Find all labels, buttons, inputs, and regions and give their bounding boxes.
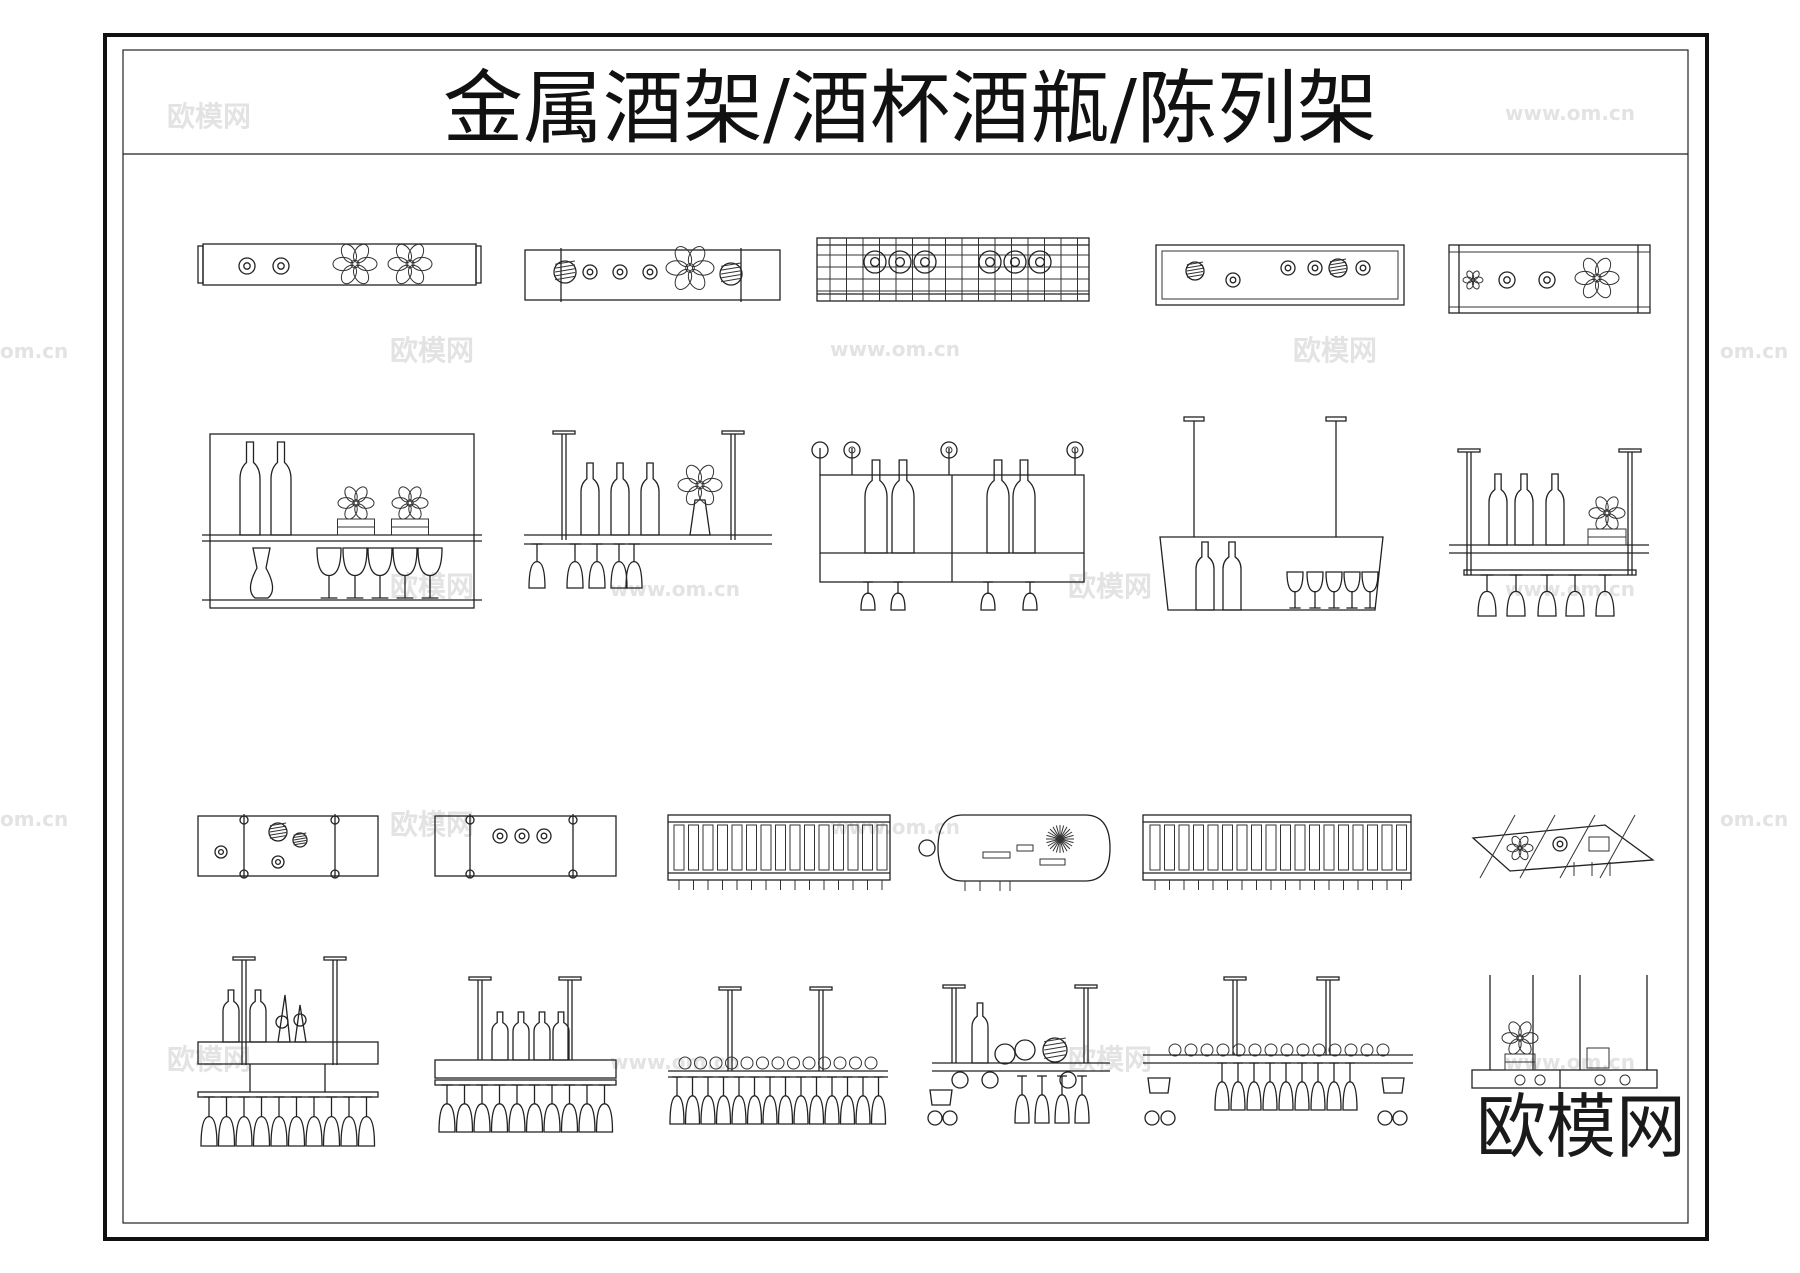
elevation-shelf-1	[202, 433, 482, 609]
drawing-group	[197, 237, 1658, 1147]
elevation-hanging-8	[668, 986, 888, 1125]
top-view-rack-8	[667, 814, 891, 890]
inner-border	[122, 49, 1689, 1224]
watermark-url: www.om.cn	[1505, 101, 1635, 125]
top-view-rack-11	[1471, 814, 1655, 879]
elevation-hanging-2	[524, 430, 772, 589]
watermark-url: www.om.cn	[610, 1050, 740, 1074]
top-view-rack-3	[816, 237, 1090, 302]
top-view-rack-6	[197, 814, 379, 879]
watermark-url: www.om.cn	[610, 577, 740, 601]
watermark-url-short: om.cn	[0, 339, 68, 363]
watermark-brand: 欧模网	[390, 808, 474, 841]
top-view-rack-10	[1142, 814, 1412, 890]
elevation-hanging-5	[1449, 448, 1649, 617]
top-view-rack-2	[524, 246, 781, 302]
elevation-hanging-11	[1471, 975, 1658, 1089]
top-view-rack-9	[918, 814, 1111, 891]
top-view-rack-1	[197, 243, 482, 286]
elevation-hanging-6	[197, 956, 379, 1147]
watermark-brand: 欧模网	[167, 1043, 251, 1076]
watermark-url: www.om.cn	[830, 815, 960, 839]
watermark-brand: 欧模网	[390, 334, 474, 367]
watermark-brand: 欧模网	[167, 100, 251, 133]
logo-text: 欧模网	[1476, 1086, 1686, 1168]
watermark-url-short: om.cn	[1720, 807, 1788, 831]
sheet-title: 金属酒架/酒杯酒瓶/陈列架	[443, 62, 1377, 155]
top-view-rack-4	[1155, 244, 1405, 306]
watermark-brand: 欧模网	[1068, 570, 1152, 603]
outer-border	[103, 33, 1709, 1241]
watermark-layer: 欧模网欧模网欧模网欧模网欧模网欧模网欧模网欧模网www.om.cnwww.om.…	[0, 100, 1788, 1076]
watermark-url: www.om.cn	[1505, 577, 1635, 601]
top-view-rack-5	[1448, 244, 1651, 314]
elevation-hanging-10	[1143, 976, 1413, 1126]
watermark-brand: 欧模网	[1293, 334, 1377, 367]
elevation-hanging-9	[927, 984, 1110, 1126]
elevation-hanging-4	[1159, 416, 1384, 611]
watermark-url: www.om.cn	[830, 337, 960, 361]
elevation-hanging-7	[434, 976, 617, 1133]
elevation-frame-3	[811, 441, 1085, 611]
top-view-rack-7	[434, 814, 617, 879]
watermark-url-short: om.cn	[1720, 339, 1788, 363]
watermark-url-short: om.cn	[0, 807, 68, 831]
